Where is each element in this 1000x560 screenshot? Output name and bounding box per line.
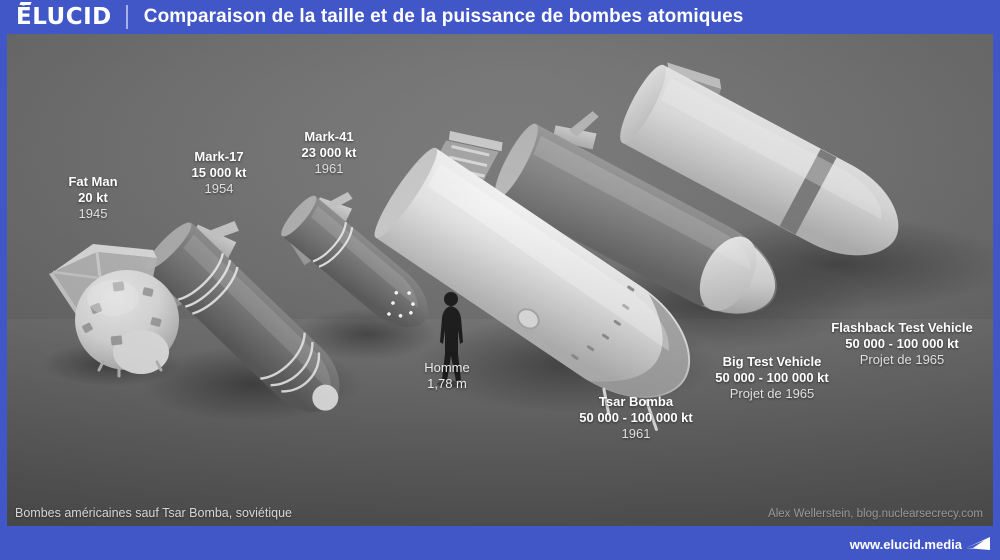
label-big-test-vehicle-year: Projet de 1965: [729, 385, 815, 401]
label-human-name: Homme: [424, 360, 470, 375]
scene-stage: Fat Man 20 kt 1945 Mark-17 15 000 kt 195…: [7, 34, 993, 526]
label-human-scale: Homme 1,78 m: [397, 360, 497, 392]
bomb-scene-illustration: [42, 62, 993, 431]
label-fat-man-name: Fat Man: [68, 174, 118, 189]
label-tsar-bomba-yield: 50 000 - 100 000 kt: [579, 409, 693, 425]
label-flashback-test-vehicle-name: Flashback Test Vehicle: [831, 320, 973, 335]
credit-note: Alex Wellerstein, blog.nuclearsecrecy.co…: [768, 508, 983, 520]
label-tsar-bomba: Tsar Bomba 50 000 - 100 000 kt 1961: [536, 394, 736, 442]
label-fat-man: Fat Man 20 kt 1945: [45, 174, 141, 222]
label-fat-man-yield: 20 kt: [78, 189, 108, 205]
human-scale-figure: [437, 292, 465, 388]
logo-accent-icon: [19, 2, 32, 5]
bomb-tsar-bomba: [374, 130, 691, 431]
page-title: Comparaison de la taille et de la puissa…: [143, 6, 744, 27]
label-mark-17-yield: 15 000 kt: [191, 164, 247, 180]
header-bar: ÉLUCID Comparaison de la taille et de la…: [0, 0, 1000, 34]
label-mark-17: Mark-17 15 000 kt 1954: [159, 149, 279, 197]
label-tsar-bomba-year: 1961: [621, 425, 651, 441]
bomb-flashback-test-vehicle: [620, 62, 899, 256]
label-mark-41-yield: 23 000 kt: [301, 144, 357, 160]
bomb-fat-man: [49, 244, 179, 378]
logo-text: ÉLUCID: [16, 4, 112, 30]
source-note: Bombes américaines sauf Tsar Bomba, sovi…: [15, 506, 292, 520]
elucid-arrow-icon: [966, 537, 990, 550]
label-tsar-bomba-name: Tsar Bomba: [598, 394, 674, 409]
elucid-logo[interactable]: ÉLUCID: [0, 0, 126, 34]
label-big-test-vehicle-name: Big Test Vehicle: [722, 354, 822, 369]
footer-bar: www.elucid.media: [0, 526, 1000, 560]
label-big-test-vehicle-yield: 50 000 - 100 000 kt: [715, 369, 829, 385]
label-big-test-vehicle: Big Test Vehicle 50 000 - 100 000 kt Pro…: [672, 354, 872, 402]
bomb-big-test-vehicle: [494, 111, 777, 315]
bomb-mark-17: [145, 221, 340, 412]
label-fat-man-year: 1945: [78, 205, 108, 221]
website-link[interactable]: www.elucid.media: [849, 537, 962, 552]
label-flashback-test-vehicle-year: Projet de 1965: [859, 351, 945, 367]
label-mark-41: Mark-41 23 000 kt 1961: [269, 129, 389, 177]
label-mark-41-year: 1961: [314, 160, 344, 176]
label-mark-41-name: Mark-41: [304, 129, 354, 144]
label-mark-17-year: 1954: [204, 180, 234, 196]
header-divider: [125, 5, 128, 29]
label-mark-17-name: Mark-17: [194, 149, 244, 164]
label-human-height: 1,78 m: [427, 375, 467, 391]
bomb-mark-41: [281, 191, 428, 328]
label-flashback-test-vehicle-yield: 50 000 - 100 000 kt: [845, 335, 959, 351]
label-flashback-test-vehicle: Flashback Test Vehicle 50 000 - 100 000 …: [797, 320, 993, 368]
